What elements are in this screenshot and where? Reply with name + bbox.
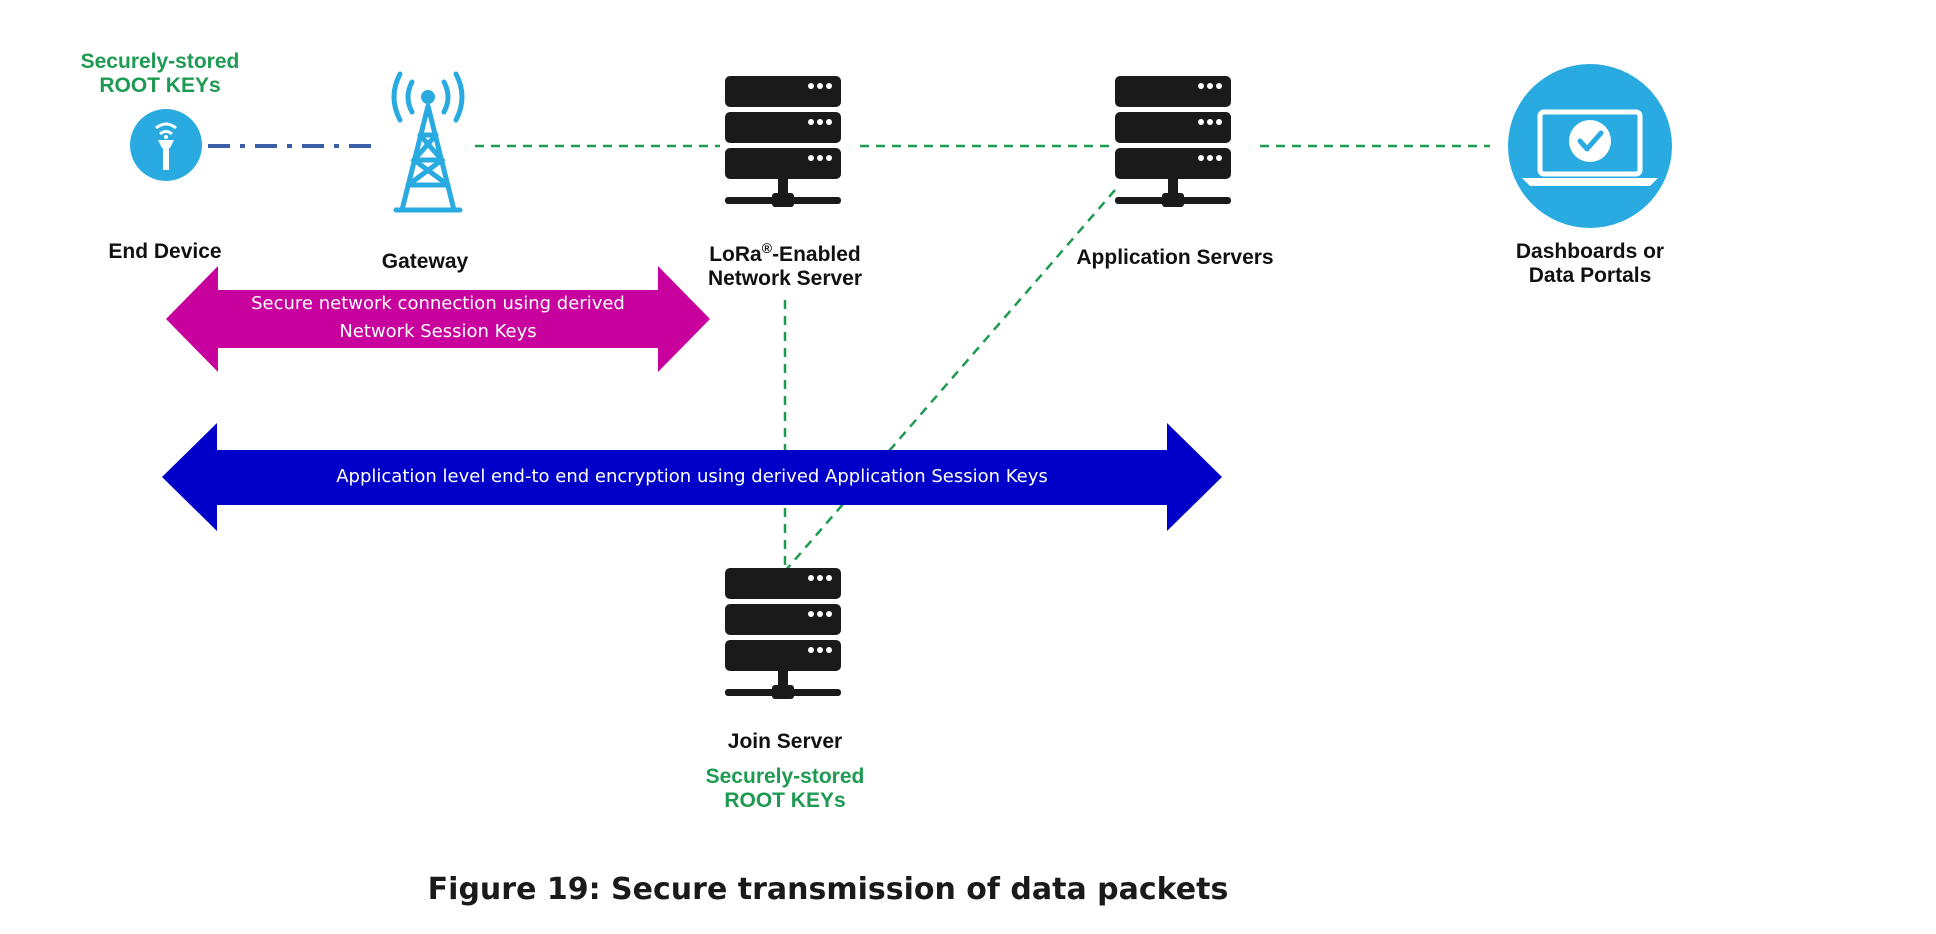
dashboards-label-line1: Dashboards or: [1515, 240, 1665, 263]
end-device-label: End Device: [108, 240, 222, 263]
join-server-keys-line2: ROOT KEYs: [724, 789, 846, 812]
gateway-tower-icon: [391, 71, 465, 213]
network-server-label-line2: Network Server: [707, 267, 863, 290]
link-application-join: [785, 189, 1116, 571]
end-device-keys-line2: ROOT KEYs: [99, 74, 221, 97]
end-device-keys-line1: Securely-stored: [80, 50, 240, 73]
network-session-arrow: [166, 266, 710, 372]
end-device-keys-note: Securely-stored ROOT KEYs: [60, 50, 260, 98]
network-server-label-line1: LoRa®-Enabled: [709, 240, 861, 266]
network-server-label: LoRa®-Enabled Network Server: [680, 240, 890, 291]
application-session-arrow: [162, 423, 1222, 531]
application-arrow-text: Application level end-to end encryption …: [336, 466, 1048, 487]
join-server-keys-line1: Securely-stored: [705, 765, 865, 788]
network-arrow-line1: Secure network connection using derived: [251, 293, 625, 314]
figure-caption: Figure 19: Secure transmission of data p…: [427, 872, 1229, 907]
join-server-label: Join Server: [727, 730, 843, 753]
application-server-icon: [1115, 76, 1231, 207]
application-servers-label: Application Servers: [1076, 246, 1274, 269]
end-device-icon: [130, 109, 202, 181]
join-server-keys-note: Securely-stored ROOT KEYs: [685, 765, 885, 813]
dashboards-label: Dashboards or Data Portals: [1490, 240, 1690, 288]
gateway-label: Gateway: [381, 250, 469, 273]
join-server-icon: [725, 568, 841, 699]
dashboards-label-line2: Data Portals: [1528, 264, 1652, 287]
dashboard-laptop-icon: [1508, 64, 1672, 228]
network-server-icon: [725, 76, 841, 207]
network-arrow-text: Secure network connection using derived …: [218, 290, 658, 346]
network-arrow-line2: Network Session Keys: [339, 321, 537, 342]
